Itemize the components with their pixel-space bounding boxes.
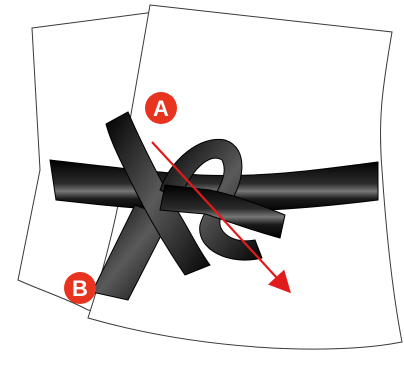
marker-b: B <box>64 272 96 304</box>
marker-a-label: A <box>153 96 169 121</box>
marker-a: A <box>145 92 177 124</box>
marker-b-label: B <box>72 276 88 301</box>
